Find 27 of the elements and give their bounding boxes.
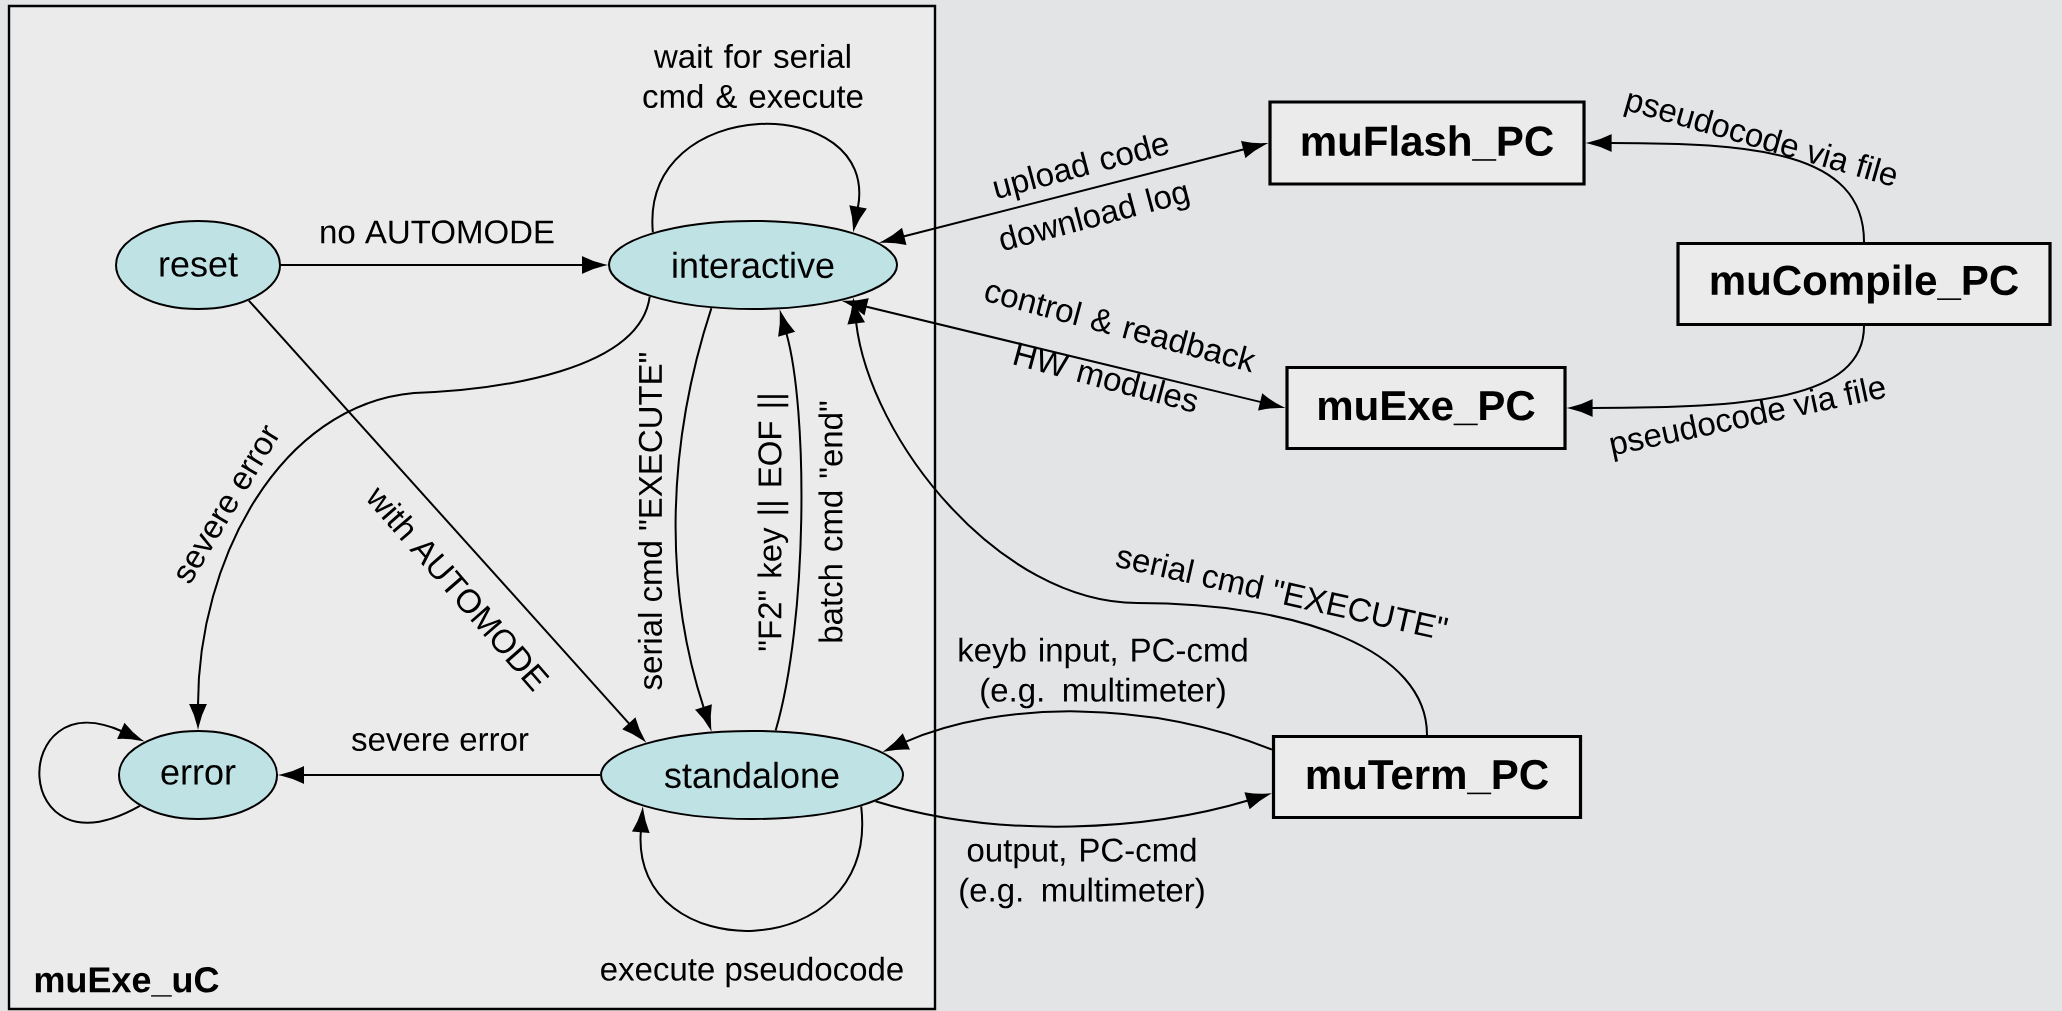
- loop-arrow: [38, 722, 142, 824]
- arrow: [882, 141, 1266, 245]
- process-box: muExe_PC: [1285, 365, 1567, 451]
- arrow: [1589, 134, 1865, 243]
- arrow: [281, 766, 601, 784]
- arrow: [844, 298, 1283, 411]
- arrow: [774, 312, 803, 732]
- edge-label: control & readback HW modules: [985, 285, 1256, 412]
- edge-label: wait for serial cmd & execute: [643, 43, 863, 109]
- process-box: muTerm_PC: [1271, 734, 1583, 820]
- process-box: muCompile_PC: [1676, 241, 2052, 327]
- loop-arrow: [651, 123, 867, 234]
- edge-label: severe error: [352, 732, 529, 752]
- edge-label: output, PC-cmd (e.g. multimeter): [960, 837, 1204, 909]
- arrow: [189, 295, 651, 727]
- edge-label: "F2" key || EOF || batch cmd "end": [757, 395, 843, 651]
- arrow: [280, 256, 605, 274]
- arrow: [1570, 325, 1865, 417]
- loop-arrow: [632, 805, 863, 932]
- edge-label: no AUTOMODE: [321, 220, 554, 244]
- edge-label: serial cmd "EXECUTE": [637, 353, 663, 690]
- arrow: [247, 299, 645, 741]
- arrow: [885, 710, 1273, 752]
- edge-label: keyb input, PC-cmd (e.g. multimeter): [959, 637, 1247, 709]
- arrow: [847, 300, 1428, 736]
- process-box: muFlash_PC: [1268, 100, 1586, 186]
- edge-label: execute pseudocode: [601, 956, 903, 988]
